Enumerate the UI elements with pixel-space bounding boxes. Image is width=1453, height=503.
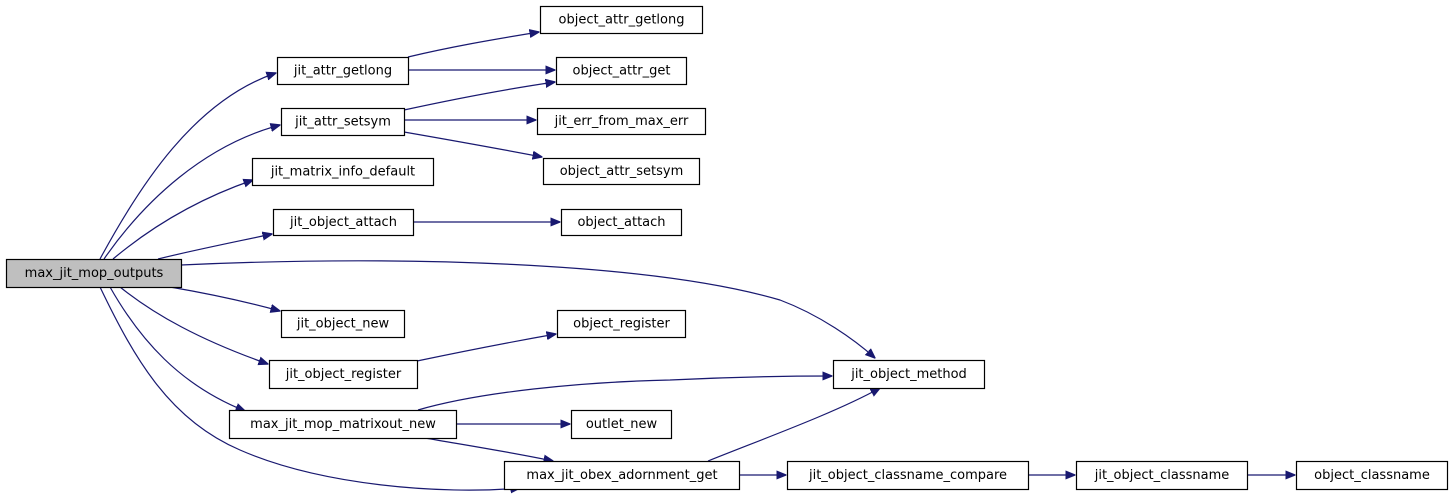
node-box[interactable] [555, 56, 688, 86]
edge-max_jit_mop_outputs-to-jit_attr_setsym [103, 125, 280, 260]
node-label: max_jit_mop_outputs [25, 266, 164, 281]
node-label: jit_object_attach [289, 215, 397, 230]
node-object_attr_get[interactable]: object_attr_get [555, 56, 688, 86]
node-box[interactable] [268, 359, 419, 390]
node-max_jit_mop_matrixout_new[interactable]: max_jit_mop_matrixout_new [228, 409, 458, 440]
node-label: object_attr_get [573, 64, 671, 79]
edges-layer [99, 32, 1295, 490]
node-box[interactable] [1075, 460, 1249, 491]
node-box[interactable] [560, 208, 683, 237]
node-label: jit_matrix_info_default [270, 165, 415, 180]
node-outlet_new[interactable]: outlet_new [570, 409, 673, 440]
node-jit_object_method[interactable]: jit_object_method [832, 359, 986, 390]
edge-max_jit_mop_outputs-to-jit_object_register [119, 286, 268, 364]
node-label: jit_object_register [285, 367, 402, 382]
node-box[interactable] [536, 107, 707, 136]
edge-max_jit_mop_outputs-to-jit_object_new [169, 286, 280, 311]
node-label: object_attr_getlong [559, 13, 685, 28]
node-label: jit_object_classname_compare [808, 468, 1007, 483]
node-jit_object_classname[interactable]: jit_object_classname [1075, 460, 1249, 491]
node-object_attr_getlong[interactable]: object_attr_getlong [539, 5, 704, 35]
node-box[interactable] [542, 157, 701, 186]
node-box[interactable] [5, 258, 183, 289]
node-box[interactable] [280, 309, 406, 339]
node-object_register[interactable]: object_register [556, 309, 687, 339]
node-jit_matrix_info_default[interactable]: jit_matrix_info_default [251, 157, 435, 187]
node-label: jit_object_new [296, 317, 390, 332]
node-max_jit_obex_adornment_get[interactable]: max_jit_obex_adornment_get [503, 460, 741, 491]
edge-max_jit_obex_adornment_get-to-jit_object_method [707, 388, 880, 462]
edge-max_jit_mop_outputs-to-max_jit_mop_matrixout_new [109, 286, 245, 411]
node-label: jit_err_from_max_err [554, 114, 689, 129]
node-box[interactable] [503, 460, 741, 491]
node-box[interactable] [832, 359, 986, 390]
edge-max_jit_mop_outputs-to-jit_object_method [180, 260, 875, 358]
node-label: jit_object_method [850, 367, 967, 382]
node-label: object_register [573, 317, 670, 332]
node-box[interactable] [280, 107, 406, 137]
node-box[interactable] [786, 460, 1030, 491]
edge-max_jit_mop_outputs-to-jit_matrix_info_default [112, 180, 253, 260]
node-label: jit_attr_setsym [294, 115, 391, 130]
node-object_attr_setsym[interactable]: object_attr_setsym [542, 157, 701, 186]
edge-jit_object_register-to-object_register [416, 334, 556, 362]
nodes-layer: max_jit_mop_outputs jit_attr_getlong jit_a… [5, 5, 1449, 491]
node-box[interactable] [272, 208, 415, 237]
edge-max_jit_mop_outputs-to-jit_attr_getlong [99, 73, 276, 260]
node-box[interactable] [228, 409, 458, 440]
node-label: outlet_new [586, 417, 658, 432]
node-jit_err_from_max_err[interactable]: jit_err_from_max_err [536, 107, 707, 136]
edge-max_jit_mop_outputs-to-max_jit_obex_adornment_get [99, 286, 520, 490]
node-label: jit_object_classname [1094, 468, 1230, 483]
edge-jit_attr_getlong-to-object_attr_getlong [407, 32, 539, 58]
edge-max_jit_mop_matrixout_new-to-max_jit_obex_adornment_get [424, 437, 553, 461]
edge-jit_attr_setsym-to-object_attr_setsym [403, 131, 542, 157]
edge-max_jit_mop_matrixout_new-to-jit_object_method [417, 376, 832, 411]
node-box[interactable] [276, 56, 410, 86]
node-max_jit_mop_outputs[interactable]: max_jit_mop_outputs [5, 258, 183, 289]
node-label: object_classname [1314, 468, 1430, 483]
node-jit_object_new[interactable]: jit_object_new [280, 309, 406, 339]
node-object_classname[interactable]: object_classname [1295, 460, 1449, 491]
node-label: jit_attr_getlong [293, 64, 392, 79]
node-box[interactable] [556, 309, 687, 339]
node-jit_object_classname_compare[interactable]: jit_object_classname_compare [786, 460, 1030, 491]
edge-jit_attr_setsym-to-object_attr_get [403, 82, 555, 111]
edge-max_jit_mop_outputs-to-jit_object_attach [157, 234, 272, 260]
node-jit_object_register[interactable]: jit_object_register [268, 359, 419, 390]
node-box[interactable] [570, 409, 673, 440]
node-object_attach[interactable]: object_attach [560, 208, 683, 237]
node-jit_attr_getlong[interactable]: jit_attr_getlong [276, 56, 410, 86]
node-box[interactable] [539, 5, 704, 35]
node-box[interactable] [251, 157, 435, 187]
node-label: max_jit_mop_matrixout_new [250, 417, 436, 432]
node-jit_object_attach[interactable]: jit_object_attach [272, 208, 415, 237]
node-box[interactable] [1295, 460, 1449, 491]
node-label: max_jit_obex_adornment_get [526, 468, 717, 483]
node-label: object_attr_setsym [560, 164, 684, 179]
node-jit_attr_setsym[interactable]: jit_attr_setsym [280, 107, 406, 137]
node-label: object_attach [577, 215, 665, 230]
